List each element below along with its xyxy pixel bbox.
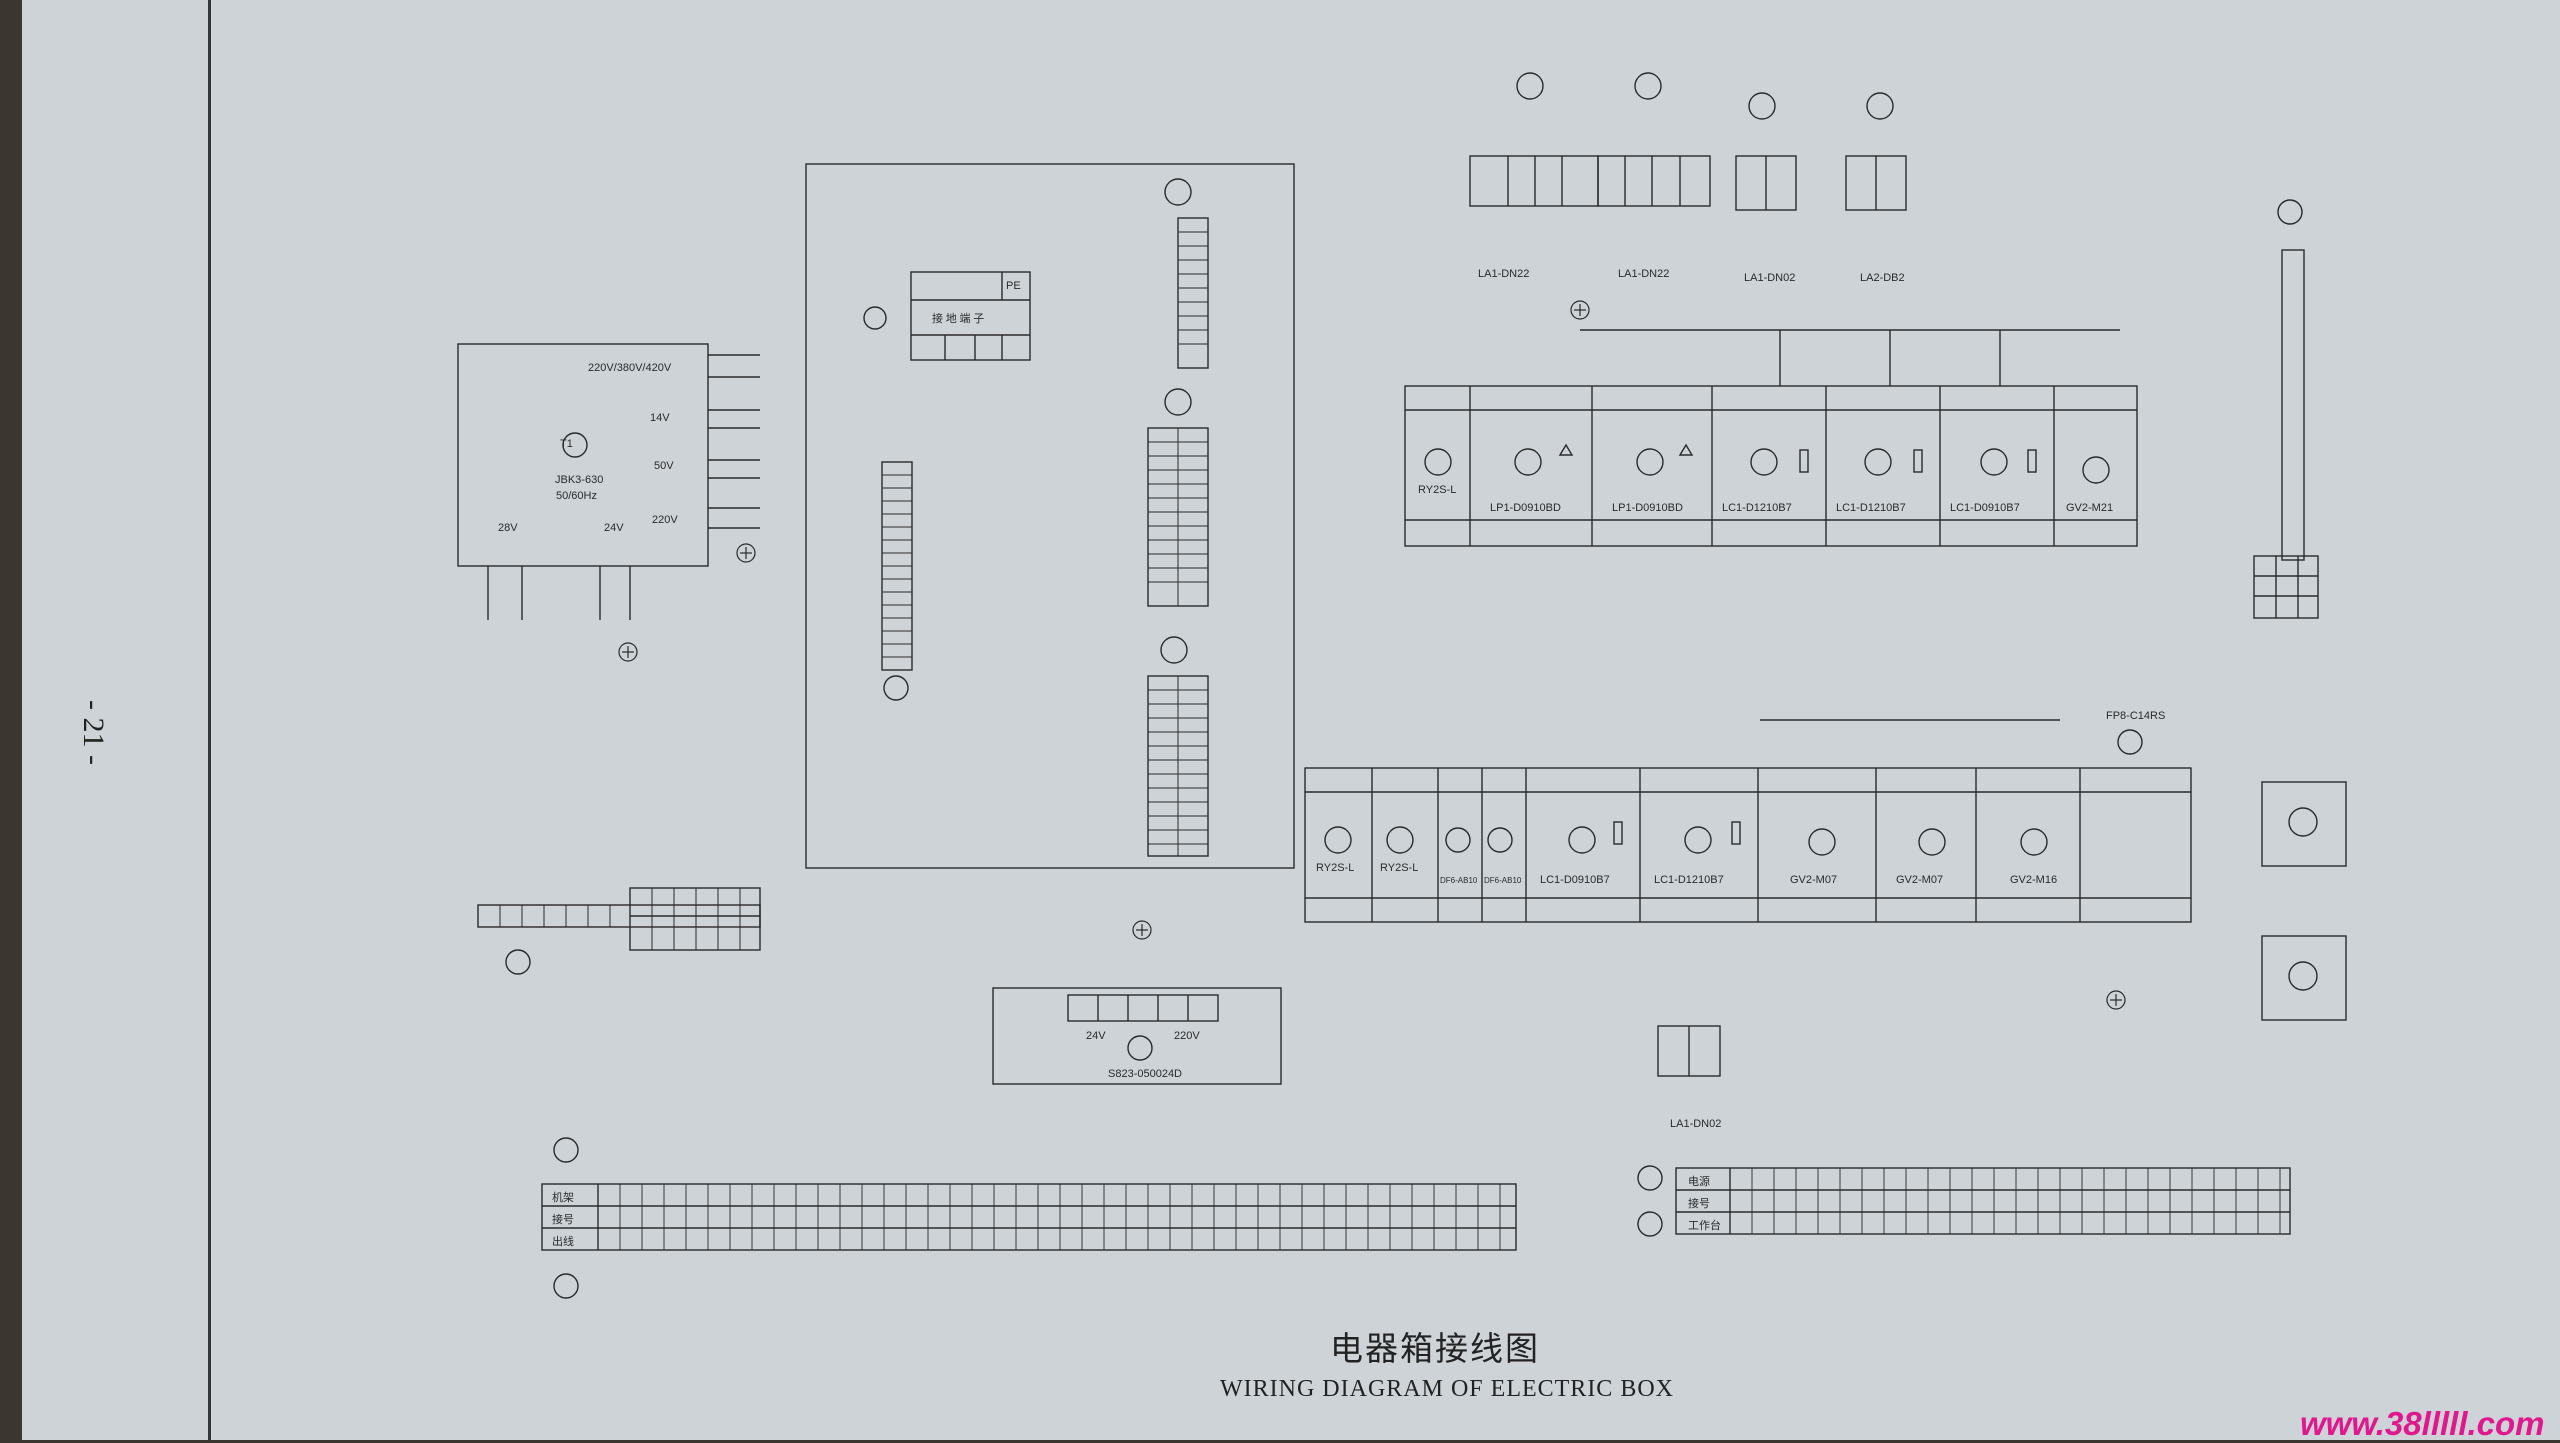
page-number: - 21 - — [77, 700, 110, 765]
fuse-strip — [477, 887, 761, 975]
contactor-model-7: GV2-M21 — [2066, 502, 2114, 514]
lower-contactor-row — [1304, 719, 2192, 923]
lower-model-2: RY2S-L — [1380, 862, 1419, 874]
lower-model-1: RY2S-L — [1316, 862, 1355, 874]
contactor-model-4: LC1-D1210B7 — [1722, 502, 1792, 514]
contactor-model-6: LC1-D0910B7 — [1950, 502, 2020, 514]
transformer-v4-label: 24V — [604, 522, 624, 534]
contactor-model-1: RY2S-L — [1418, 484, 1457, 496]
binding-margin-line — [208, 0, 211, 1440]
lower-model-5: LC1-D0910B7 — [1540, 874, 1610, 886]
aux-contact-4: LA2-DB2 — [1860, 272, 1905, 284]
power-supply-vout: 24V — [1086, 1030, 1106, 1042]
diagram-title-cn: 电器箱接线图 — [1330, 1332, 1540, 1368]
lower-model-8: GV2-M07 — [1896, 874, 1944, 886]
aux-contact-3: LA1-DN02 — [1744, 272, 1796, 284]
transformer-input-label: 220V/380V/420V — [588, 362, 672, 374]
transformer-v1-label: 14V — [650, 412, 670, 424]
relay-boxes — [1657, 781, 2347, 1077]
lower-model-4: DF6-AB10 — [1484, 876, 1522, 885]
transformer-block — [457, 343, 760, 620]
right-terminal-strip — [2253, 199, 2319, 619]
transformer-ref-label: T1 — [560, 438, 573, 450]
aux-contact-1: LA1-DN22 — [1478, 268, 1530, 280]
ground-icon — [618, 300, 2126, 1010]
aux-contact-blocks — [1469, 72, 1907, 211]
strip-right-row3: 工作台 — [1688, 1220, 1721, 1232]
power-supply-model: S823-050024D — [1108, 1068, 1183, 1080]
lower-model-3: DF6-AB10 — [1440, 876, 1478, 885]
transformer-v5-label: 220V — [652, 514, 678, 526]
contactor-model-2: LP1-D0910BD — [1490, 502, 1561, 514]
strip-right-row1: 电源 — [1688, 1176, 1710, 1188]
central-panel — [805, 163, 1295, 869]
transformer-v3-label: 28V — [498, 522, 518, 534]
contactor-model-3: LP1-D0910BD — [1612, 502, 1683, 514]
aux-contact-5: LA1-DN02 — [1670, 1118, 1722, 1130]
power-supply-vin: 220V — [1174, 1030, 1200, 1042]
power-supply-block — [992, 987, 1282, 1085]
terminal-strip-right — [1675, 1167, 2291, 1235]
transformer-freq-label: 50/60Hz — [556, 490, 597, 502]
transformer-v2-label: 50V — [654, 460, 674, 472]
ground-terminal-pe: PE — [1006, 280, 1021, 292]
strip-right-row2: 接号 — [1688, 1198, 1710, 1210]
watermark-url: www.38lllll.com — [2300, 1405, 2545, 1442]
strip-left-row3: 出线 — [552, 1236, 574, 1248]
transformer-model-label: JBK3-630 — [555, 474, 604, 486]
terminal-strip-left — [541, 1183, 1517, 1251]
circle-ref-icon — [553, 729, 2143, 1299]
ground-terminal-label: 接 地 端 子 — [932, 313, 985, 325]
strip-left-row2: 接号 — [552, 1214, 574, 1226]
contactor-model-5: LC1-D1210B7 — [1836, 502, 1906, 514]
lower-model-7: GV2-M07 — [1790, 874, 1838, 886]
strip-left-row1: 机架 — [552, 1192, 574, 1204]
upper-contactor-row — [1404, 329, 2138, 547]
diagram-title-en: WIRING DIAGRAM OF ELECTRIC BOX — [1220, 1376, 1674, 1402]
filter-model: FP8-C14RS — [2106, 710, 2166, 722]
lower-model-9: GV2-M16 — [2010, 874, 2058, 886]
lower-model-6: LC1-D1210B7 — [1654, 874, 1724, 886]
drawing-sheet — [22, 0, 2560, 1440]
aux-contact-2: LA1-DN22 — [1618, 268, 1670, 280]
